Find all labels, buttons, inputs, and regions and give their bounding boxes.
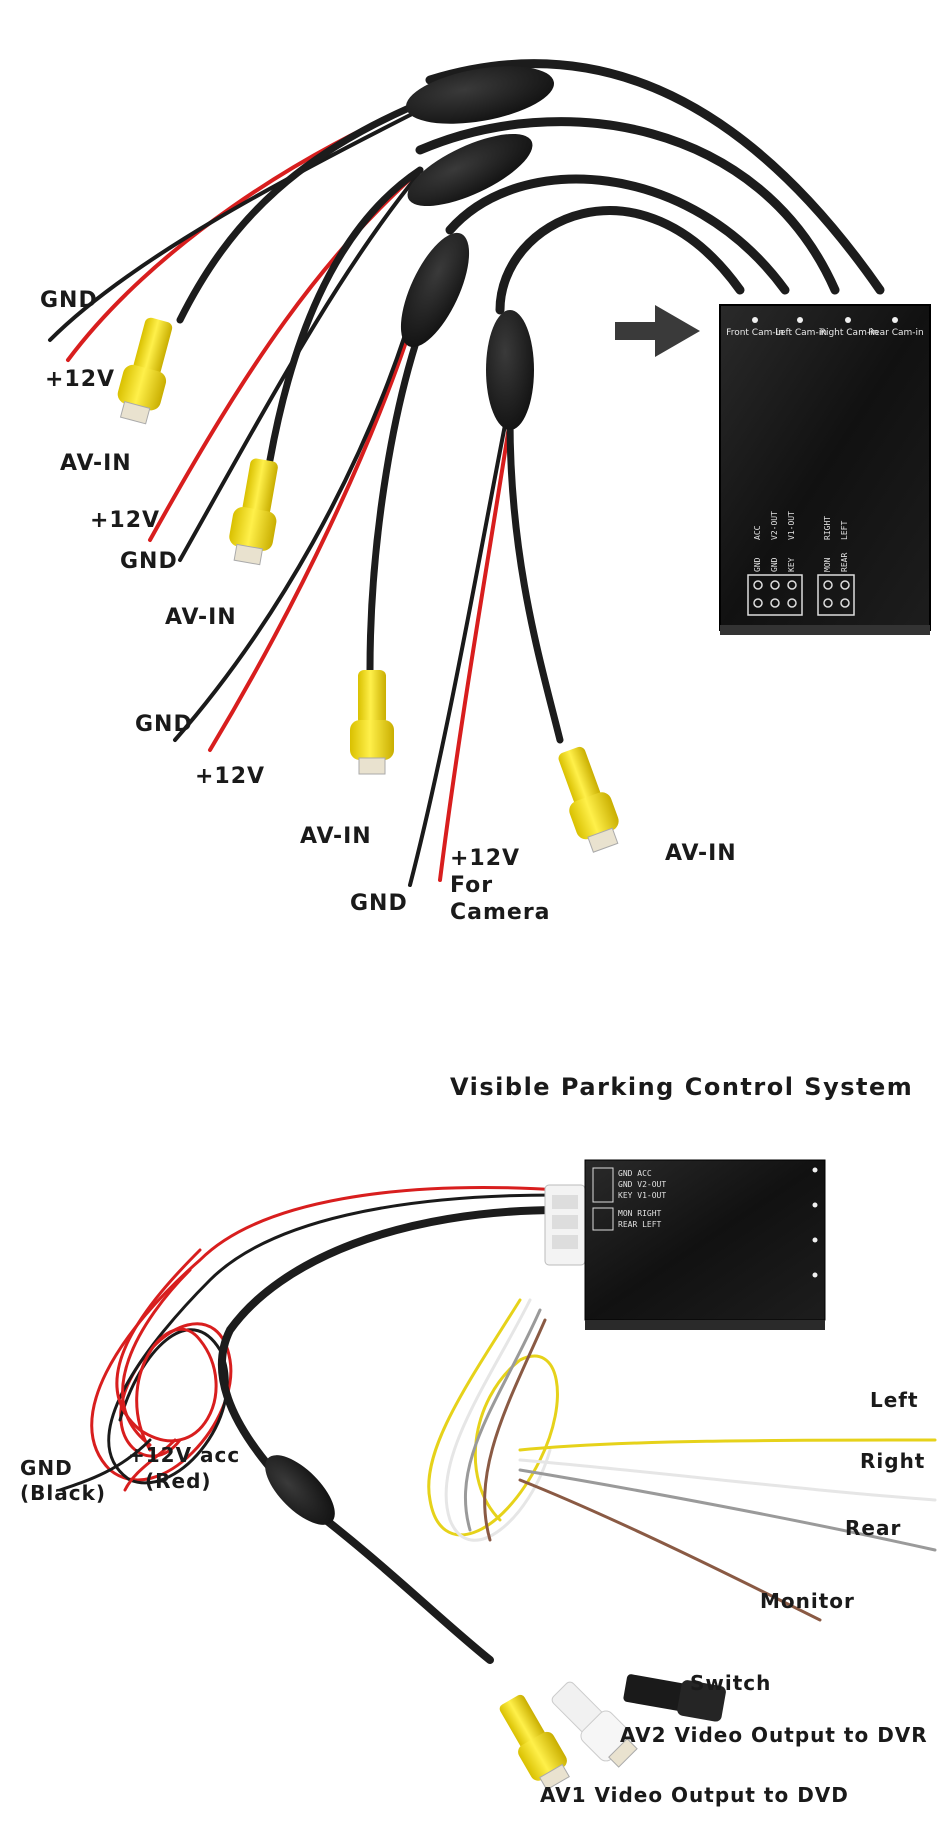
rca-cables (176, 91, 564, 744)
red-wires (66, 93, 512, 882)
port-left: Left Cam-in (775, 328, 827, 338)
label-12v-acc: +12V acc (128, 1443, 240, 1467)
label-avin-4: AV-IN (665, 841, 737, 866)
splitter-bulges (400, 66, 554, 430)
output-connectors (499, 1674, 726, 1791)
svg-text:REAR LEFT: REAR LEFT (618, 1220, 662, 1229)
label-monitor: Monitor (760, 1589, 855, 1613)
label-12v-4: +12V (450, 846, 520, 871)
svg-text:KEY: KEY (787, 557, 796, 572)
section-title: Visible Parking Control System (450, 1073, 913, 1101)
svg-text:MON: MON (823, 557, 832, 572)
main-output-cable (217, 1206, 564, 1664)
splitter-bulge (265, 1455, 335, 1525)
svg-text:LEFT: LEFT (840, 521, 849, 540)
bottom-system-photo: Visible Parking Control System (20, 1073, 937, 1807)
label-avin-3: AV-IN (300, 824, 372, 849)
label-gnd: GND (20, 1456, 73, 1480)
svg-text:KEY V1-OUT: KEY V1-OUT (618, 1191, 666, 1200)
label-12v-3: +12V (195, 764, 265, 789)
label-av1: AV1 Video Output to DVD (540, 1783, 849, 1807)
svg-text:GND V2-OUT: GND V2-OUT (618, 1180, 666, 1189)
svg-text:GND: GND (753, 557, 762, 572)
label-gnd-1: GND (40, 288, 98, 313)
black-wires (48, 98, 507, 887)
label-12v-1: +12V (45, 367, 115, 392)
control-box-bottom: GND ACC GND V2-OUT KEY V1-OUT MON RIGHT … (584, 1159, 826, 1330)
port-rear: Rear Cam-in (868, 328, 923, 338)
label-rear: Rear (845, 1516, 901, 1540)
rca-connectors (117, 317, 619, 853)
label-camera: Camera (450, 900, 551, 925)
main-cables (415, 59, 885, 315)
label-avin-1: AV-IN (60, 451, 132, 476)
port-front: Front Cam-in (726, 328, 784, 338)
top-labels: GND +12V AV-IN +12V GND AV-IN GND +12V A… (40, 288, 737, 925)
svg-text:V2-OUT: V2-OUT (770, 511, 779, 540)
power-wire-bundle (58, 1186, 562, 1492)
label-black: (Black) (20, 1481, 106, 1505)
control-box: Front Cam-in Left Cam-in Right Cam-in Re… (719, 304, 931, 635)
label-switch: Switch (690, 1671, 771, 1695)
label-gnd-2: GND (120, 549, 178, 574)
pin-labels: GND ACC GND V2-OUT KEY V1-OUT MON RIGHT … (753, 511, 849, 572)
label-avin-2: AV-IN (165, 605, 237, 630)
pin-header-right (817, 574, 855, 616)
label-12v-2: +12V (90, 508, 160, 533)
svg-text:RIGHT: RIGHT (823, 516, 832, 540)
port-right: Right Cam-in (820, 328, 879, 338)
svg-text:REAR: REAR (840, 553, 849, 572)
arrow-right-icon (615, 305, 700, 357)
pin-header-left (747, 574, 803, 616)
label-red: (Red) (145, 1469, 212, 1493)
svg-text:GND ACC: GND ACC (618, 1169, 652, 1178)
top-wiring-diagram: Front Cam-in Left Cam-in Right Cam-in Re… (40, 59, 931, 925)
label-av2: AV2 Video Output to DVR (620, 1723, 928, 1747)
svg-text:V1-OUT: V1-OUT (787, 511, 796, 540)
svg-text:ACC: ACC (753, 525, 762, 540)
label-gnd-4: GND (350, 891, 408, 916)
svg-text:GND: GND (770, 557, 779, 572)
label-gnd-3: GND (135, 712, 193, 737)
harness-connector (544, 1184, 586, 1266)
label-right: Right (860, 1449, 925, 1473)
label-left: Left (870, 1388, 919, 1412)
signal-wire-bundle (427, 1298, 937, 1622)
bottom-labels: Left Right Rear Monitor GND (Black) +12V… (20, 1388, 928, 1807)
label-for: For (450, 873, 493, 898)
svg-text:MON RIGHT: MON RIGHT (618, 1209, 662, 1218)
